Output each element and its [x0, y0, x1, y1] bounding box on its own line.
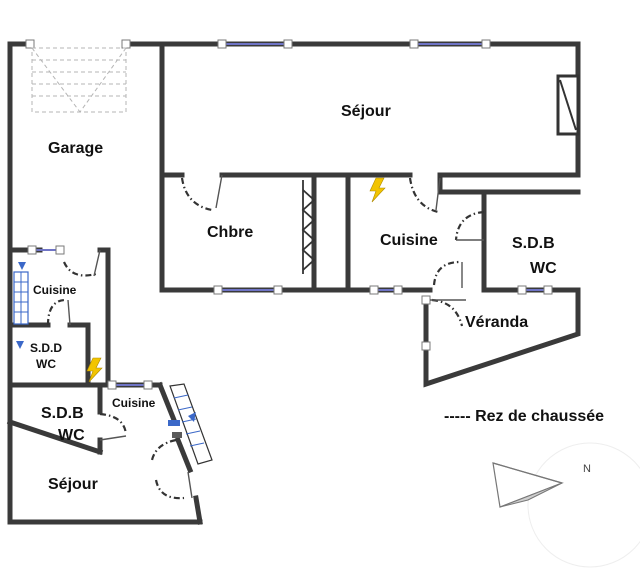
compass-north-label: N	[583, 463, 591, 475]
room-label-cuisine-small: Cuisine	[33, 283, 77, 297]
fireplace-icon	[556, 74, 580, 136]
room-label-sdb: S.D.B	[512, 235, 555, 252]
closet-icon	[301, 180, 316, 274]
electric-panel-icon	[369, 177, 386, 203]
kitchen-counter-icon	[13, 262, 29, 349]
room-label-sdd-wc: WC	[36, 357, 56, 371]
room-label-garage: Garage	[48, 140, 103, 157]
room-label-sdb-lower: S.D.B	[41, 405, 84, 422]
room-label-cuisine: Cuisine	[380, 232, 438, 249]
doors	[46, 174, 485, 500]
room-label-cuisine-lower: Cuisine	[112, 396, 156, 410]
walls	[6, 41, 581, 525]
room-label-sdd: S.D.D	[30, 341, 62, 355]
compass-icon	[492, 442, 640, 568]
floor-legend: ----- Rez de chaussée	[444, 408, 604, 425]
windows	[25, 39, 553, 390]
room-label-veranda: Véranda	[465, 314, 528, 331]
room-label-sdb-wc: WC	[530, 260, 557, 277]
room-label-sdb-lower-wc: WC	[58, 427, 85, 444]
room-label-sejour: Séjour	[341, 103, 391, 120]
staircase-icon	[31, 47, 127, 113]
kitchen-counter-icon	[168, 383, 213, 465]
room-label-sejour-lower: Séjour	[48, 476, 98, 493]
electric-panel-icon	[86, 357, 103, 383]
room-label-chambre: Chbre	[207, 224, 253, 241]
